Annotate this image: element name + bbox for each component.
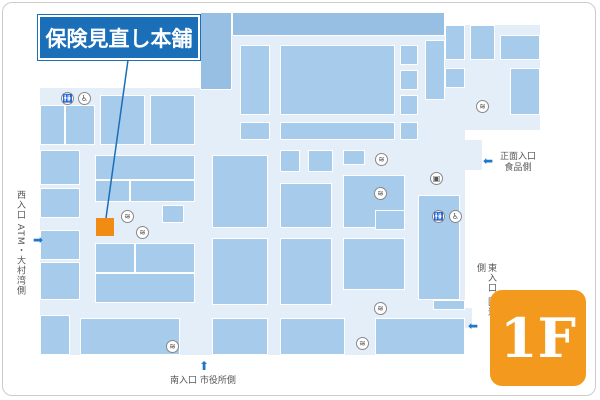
store-block[interactable] <box>162 205 184 223</box>
store-block[interactable] <box>40 262 80 300</box>
store-block[interactable] <box>445 68 465 88</box>
escalator-icon: ≋ <box>166 340 179 353</box>
highlighted-store[interactable] <box>96 218 114 236</box>
store-block[interactable] <box>510 68 540 115</box>
east-entrance-arrow-icon: ⬅ <box>468 319 479 333</box>
floor-badge: 1F <box>490 290 586 386</box>
store-block[interactable] <box>40 188 80 218</box>
store-block[interactable] <box>280 150 300 172</box>
store-block[interactable] <box>150 95 195 145</box>
front-entrance-arrow-icon: ⬅ <box>483 154 494 168</box>
store-block[interactable] <box>280 45 395 115</box>
wheelchair-icon: ♿ <box>78 92 91 105</box>
store-block[interactable] <box>425 40 445 100</box>
south-entrance-arrow-icon: ⬆ <box>199 359 210 373</box>
store-block[interactable] <box>212 238 268 305</box>
wheelchair-icon: ♿ <box>449 210 462 223</box>
store-block[interactable] <box>212 155 268 228</box>
store-block[interactable] <box>135 243 195 273</box>
store-block[interactable] <box>40 230 80 260</box>
store-block[interactable] <box>65 105 95 145</box>
corridor <box>462 308 472 328</box>
store-block[interactable] <box>40 315 70 355</box>
store-block[interactable] <box>80 318 180 355</box>
store-block[interactable] <box>400 122 418 140</box>
store-block[interactable] <box>308 150 333 172</box>
front-entrance-line1: 正面入口 <box>500 152 537 162</box>
store-block[interactable] <box>200 12 232 90</box>
store-block[interactable] <box>343 238 405 290</box>
front-entrance-label: 正面入口食品側 <box>500 152 536 174</box>
escalator-icon: ≋ <box>476 100 489 113</box>
store-block[interactable] <box>470 25 495 60</box>
east-entrance-label: 東入口 国道側 <box>475 263 496 317</box>
escalator-icon: ≋ <box>121 210 134 223</box>
restroom-icon: 🚻 <box>61 92 74 105</box>
store-block[interactable] <box>280 183 332 228</box>
escalator-icon: ≋ <box>136 226 149 239</box>
store-block[interactable] <box>95 243 135 273</box>
west-entrance-label: 西入口 ATM・大村湾側 <box>15 190 25 296</box>
store-block[interactable] <box>212 318 268 355</box>
store-block[interactable] <box>100 95 145 145</box>
store-block[interactable] <box>280 318 345 355</box>
store-block[interactable] <box>433 300 465 310</box>
store-block[interactable] <box>400 95 418 115</box>
store-block[interactable] <box>40 105 65 145</box>
store-block[interactable] <box>95 155 195 180</box>
store-block[interactable] <box>130 180 195 202</box>
store-block[interactable] <box>232 12 445 36</box>
store-block[interactable] <box>343 150 365 165</box>
front-entrance-line2: 食品側 <box>504 163 532 173</box>
south-entrance-label: 南入口 市役所側 <box>170 376 236 386</box>
store-title: 保険見直し本舗 <box>38 15 200 60</box>
store-block[interactable] <box>400 45 418 65</box>
store-block[interactable] <box>240 45 270 115</box>
store-block[interactable] <box>40 150 80 185</box>
west-entrance-arrow-icon: ➡ <box>33 233 44 247</box>
escalator-icon: ≋ <box>374 302 387 315</box>
corridor <box>462 140 482 170</box>
store-block[interactable] <box>375 210 405 230</box>
store-block[interactable] <box>95 273 195 303</box>
store-block[interactable] <box>500 35 540 60</box>
escalator-icon: ≋ <box>375 153 388 166</box>
store-block[interactable] <box>400 70 418 90</box>
restroom-icon: 🚻 <box>432 210 445 223</box>
store-block[interactable] <box>95 180 130 202</box>
store-block[interactable] <box>280 122 395 140</box>
escalator-icon: ≋ <box>374 187 387 200</box>
store-block[interactable] <box>445 25 465 60</box>
store-block[interactable] <box>375 318 465 355</box>
escalator-icon: ≋ <box>356 337 369 350</box>
store-block[interactable] <box>280 238 332 305</box>
elevator-icon: ▣ <box>430 172 443 185</box>
store-block[interactable] <box>240 122 270 140</box>
